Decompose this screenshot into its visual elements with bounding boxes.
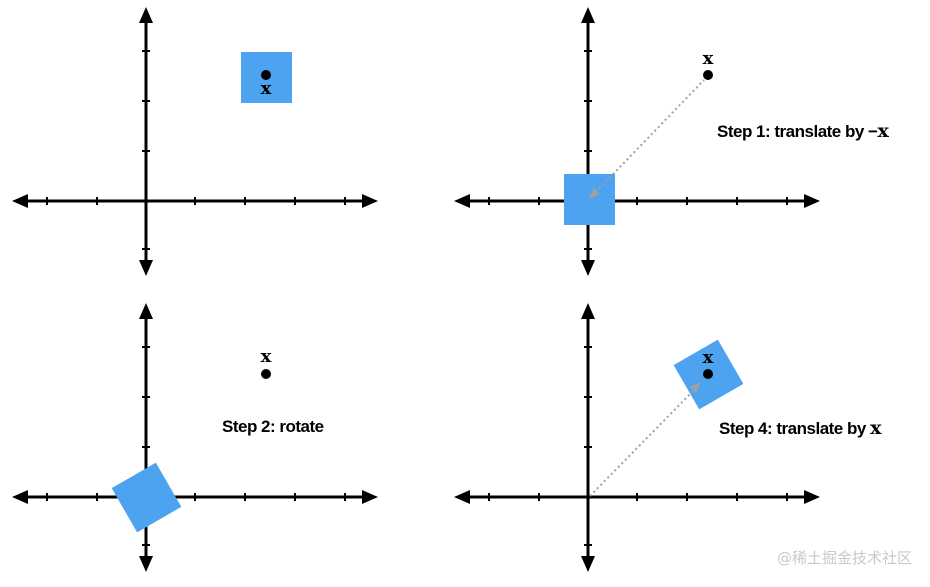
y-axis-arrow-up (581, 303, 595, 319)
step-2-label: Step 2: rotate (222, 417, 324, 437)
step-1-label: Step 1: translate by −x (717, 120, 889, 142)
x-axis-ticks (488, 197, 788, 205)
y-axis-ticks (584, 50, 592, 250)
panel-original: x (0, 0, 465, 291)
x-axis-arrow-left (454, 194, 470, 208)
y-axis-arrow-up (581, 7, 595, 23)
x-axis-ticks (488, 493, 788, 501)
point-x-label: x (261, 78, 272, 99)
point-x (703, 70, 713, 80)
dotted-path (589, 387, 697, 497)
y-axis-ticks (584, 346, 592, 546)
panel-original-svg: x (12, 7, 378, 276)
y-axis-ticks (142, 346, 150, 546)
point-x (261, 369, 271, 379)
y-axis-arrow-down (139, 556, 153, 572)
x-axis-arrow-right (804, 194, 820, 208)
point-x (703, 369, 713, 379)
x-axis-arrow-left (12, 490, 28, 504)
x-axis-arrow-right (362, 490, 378, 504)
rotated-square (111, 462, 182, 533)
panel-step-1: x Step 1: translate by −x (442, 0, 907, 291)
x-axis-arrow-right (804, 490, 820, 504)
path-arrowhead (589, 188, 600, 199)
x-axis-ticks (46, 197, 346, 205)
x-axis-arrow-right (362, 194, 378, 208)
dotted-path (591, 79, 705, 197)
step-4-text: Step 4: translate by (719, 419, 871, 438)
step-1-var: x (877, 120, 889, 142)
panel-step-4-svg: x (454, 303, 820, 572)
x-axis-ticks (46, 493, 346, 501)
y-axis-arrow-down (139, 260, 153, 276)
panel-step-2-svg: x (12, 303, 378, 572)
x-axis-arrow-left (12, 194, 28, 208)
step-4-label: Step 4: translate by x (719, 417, 881, 439)
panel-step-4: x Step 4: translate by x (442, 296, 907, 587)
point-x-label: x (703, 48, 714, 69)
y-axis-arrow-down (581, 556, 595, 572)
step-4-var: x (870, 417, 881, 439)
panel-step-1-svg: x (454, 7, 820, 276)
y-axis-ticks (142, 50, 150, 250)
step-1-text: Step 1: translate by − (717, 122, 878, 141)
watermark: @稀土掘金技术社区 (776, 549, 912, 567)
axes (20, 310, 370, 564)
point-x (261, 70, 271, 80)
y-axis-arrow-up (139, 303, 153, 319)
x-axis-arrow-left (454, 490, 470, 504)
square (564, 174, 615, 225)
panel-step-2: x Step 2: rotate (0, 296, 465, 587)
y-axis-arrow-down (581, 260, 595, 276)
step-2-text: Step 2: rotate (222, 417, 324, 436)
axes (20, 14, 370, 268)
point-x-label: x (261, 346, 272, 367)
path-arrowhead (690, 382, 701, 393)
y-axis-arrow-up (139, 7, 153, 23)
point-x-label: x (703, 347, 714, 368)
